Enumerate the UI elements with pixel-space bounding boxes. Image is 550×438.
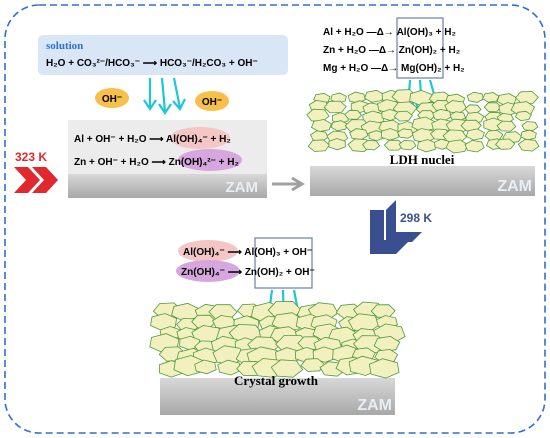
- crystal-platelet: [328, 138, 346, 151]
- stage2-eq-al: Al + H₂O —Δ→ Al(OH)₃ + H₂: [323, 27, 456, 38]
- crystal-platelet: [514, 110, 532, 122]
- stage2-caption: LDH nuclei: [390, 152, 455, 167]
- ldh-nuclei-layer: [306, 89, 540, 154]
- crystal-platelet: [300, 358, 326, 372]
- crystal-platelet: [520, 129, 537, 141]
- flow-arrow-2: [158, 77, 172, 115]
- crystal-platelet: [362, 139, 381, 151]
- crystal-platelet: [307, 139, 331, 152]
- crystal-platelet: [309, 130, 329, 142]
- aloh4-highlight-3: [178, 240, 238, 262]
- crystal-growth-layer: [149, 300, 406, 379]
- oh-bubble-right-label: OH⁻: [202, 97, 222, 108]
- crystal-platelet: [380, 128, 399, 141]
- stage1-eq-al: Al + OH⁻ + H₂O ⟶ Al(OH)₄⁻ + H₂: [74, 134, 231, 145]
- crystal-platelet: [466, 91, 485, 103]
- stage3-caption: Crystal growth: [234, 373, 319, 388]
- crystal-platelet: [398, 139, 417, 151]
- oh-bubble-left: [95, 88, 129, 108]
- stage2-eq-mg: Mg + H₂O —Δ→ Mg(OH)₂ + H₂: [323, 63, 465, 74]
- crystal-platelet: [495, 138, 516, 150]
- crystal-platelet: [465, 128, 485, 141]
- substrate-front-1: [68, 174, 267, 198]
- crystal-platelet: [484, 129, 504, 141]
- crystal-platelet: [344, 109, 363, 120]
- solution-flow-arrows: [143, 77, 186, 115]
- crystal-platelet: [460, 119, 482, 132]
- substrate-label-3: ZAM: [357, 397, 392, 414]
- crystal-platelet: [521, 121, 539, 132]
- temp-298k: 298 K: [400, 211, 432, 225]
- crystal-platelet: [483, 102, 502, 113]
- znoh4-highlight: [178, 149, 242, 171]
- stage3-eq-al: Al(OH)₄⁻ ⟶ Al(OH)₃ + OH⁻: [183, 247, 312, 258]
- oh-bubble-left-label: OH⁻: [102, 94, 122, 105]
- crystal-platelet: [370, 304, 396, 318]
- crystal-platelet: [270, 359, 304, 378]
- temp-323k: 323 K: [15, 150, 47, 164]
- substrate-label-1: ZAM: [226, 179, 259, 196]
- crystal-platelet: [464, 104, 482, 114]
- crystal-platelet: [393, 110, 413, 122]
- stage3-eq-box: [254, 237, 313, 289]
- crystal-platelet: [306, 108, 330, 122]
- crystal-platelet: [496, 120, 517, 132]
- aloh4-highlight: [170, 127, 230, 149]
- blue-chevrons: [370, 200, 422, 254]
- crystal-platelet: [464, 139, 485, 153]
- stage2-eq-zn: Zn + H₂O —Δ→ Zn(OH)₂ + H₂: [323, 45, 460, 56]
- crystal-platelet: [416, 139, 437, 153]
- crystal-platelet: [217, 359, 242, 376]
- znoh4-highlight-3: [176, 260, 240, 282]
- stage3-eq-zn: Zn(OH)₄⁻ ⟶ Zn(OH)₂ + OH⁻: [181, 267, 315, 278]
- flow-arrow-3: [172, 77, 186, 111]
- substrate-front-3: [160, 378, 395, 415]
- red-chevrons: [14, 167, 58, 193]
- crystal-platelet: [194, 359, 217, 375]
- stage1-eq-zn: Zn + OH⁻ + H₂O ⟶ Zn(OH)₄²⁻ + H₂: [74, 157, 239, 168]
- solution-box: [38, 35, 288, 75]
- crystal-platelet: [368, 358, 400, 379]
- stage2-eq-box: [396, 17, 444, 79]
- solution-equation: H₂O + CO₃²⁻/HCO₃⁻ ⟶ HCO₃⁻/H₂CO₃ + OH⁻: [46, 58, 258, 69]
- oh-bubble-right: [195, 91, 229, 111]
- crystal-platelet: [482, 92, 500, 103]
- crystal-platelet: [517, 138, 540, 152]
- crystal-platelet: [364, 89, 385, 103]
- outer-frame: [4, 4, 546, 434]
- crystal-platelet: [514, 91, 539, 105]
- crystal-platelet: [311, 119, 333, 133]
- substrate-front-2: [310, 166, 535, 196]
- substrate-label-2: ZAM: [497, 178, 532, 195]
- crystal-platelet: [323, 100, 347, 114]
- solution-label: solution: [46, 40, 83, 52]
- stage-transition-arrow: [272, 176, 305, 192]
- flow-arrow-1: [143, 78, 157, 111]
- crystal-platelet: [349, 128, 369, 141]
- crystal-platelet: [396, 128, 415, 139]
